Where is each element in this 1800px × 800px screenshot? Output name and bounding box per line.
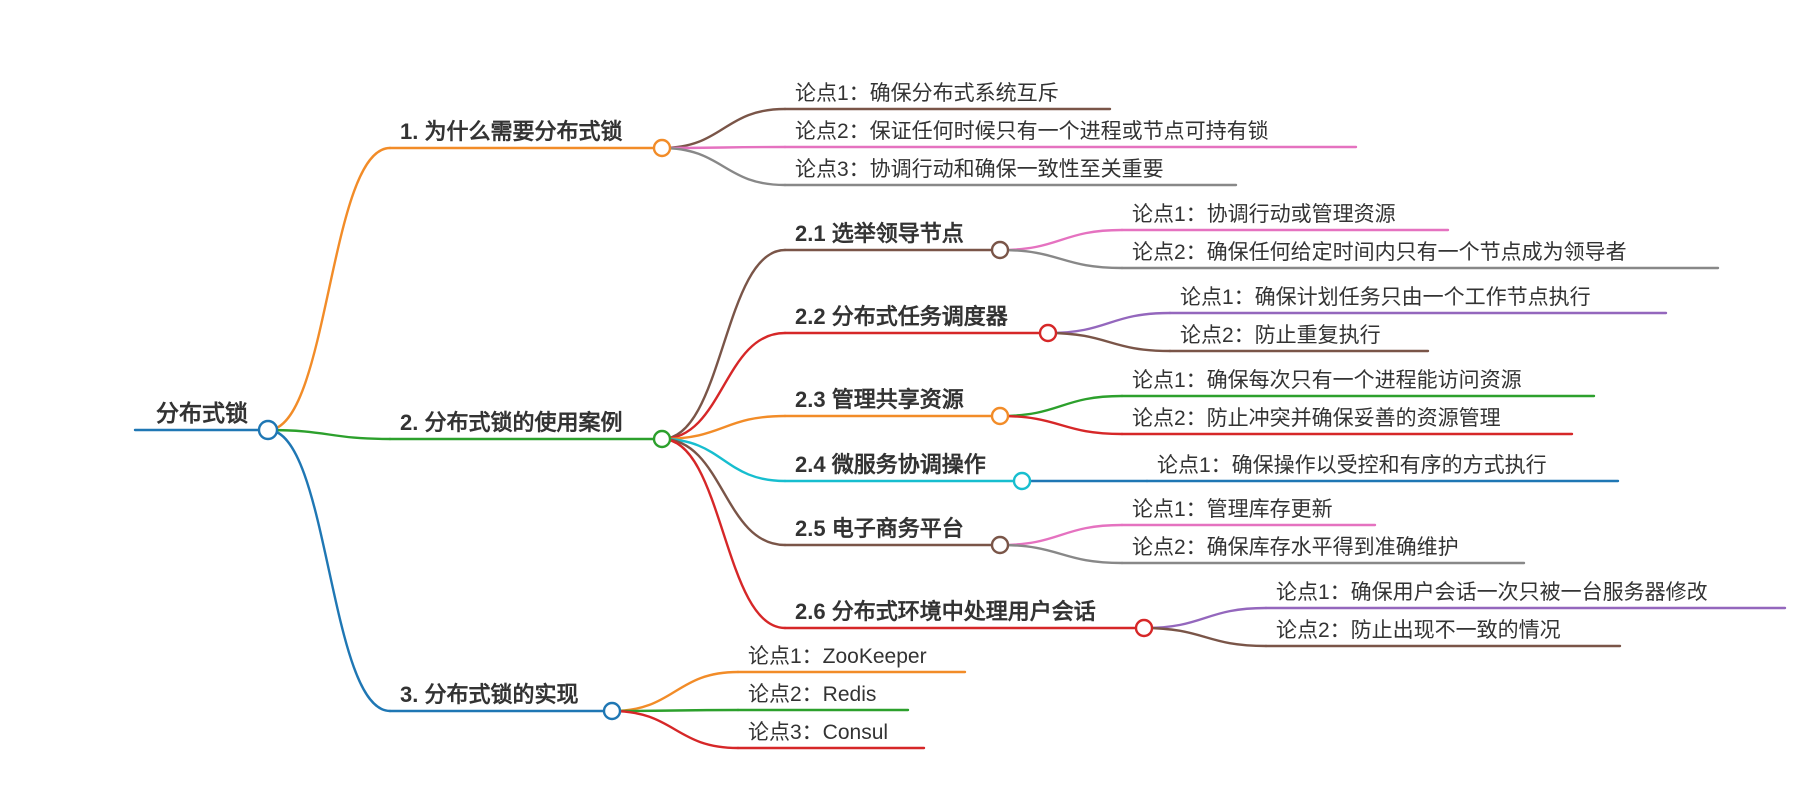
sub-4-leaf-1-label: 论点1：确保操作以受控和有序的方式执行 bbox=[1157, 454, 1547, 477]
edge-branch-1-to-leaf-3 bbox=[660, 146, 787, 187]
sub-6-toggle[interactable] bbox=[1134, 618, 1154, 638]
edge-root-to-branch-2 bbox=[266, 428, 392, 441]
connector-layer bbox=[133, 107, 1787, 750]
branch-3-label: 3. 分布式锁的实现 bbox=[400, 682, 578, 707]
edge-branch-2-to-sub-3 bbox=[660, 414, 787, 441]
edge-sub-6-to-leaf-1 bbox=[1142, 606, 1268, 630]
sub-6-leaf-2-label: 论点2：防止出现不一致的情况 bbox=[1276, 619, 1561, 642]
edge-branch-2-to-sub-5 bbox=[660, 437, 787, 547]
sub-1-label: 2.1 选举领导节点 bbox=[795, 221, 964, 246]
edge-sub-1-to-leaf-1 bbox=[998, 228, 1124, 252]
branch-3-leaf-2-label: 论点2：Redis bbox=[748, 683, 876, 706]
sub-2-toggle[interactable] bbox=[1038, 323, 1058, 343]
branch-2-label: 2. 分布式锁的使用案例 bbox=[400, 410, 622, 435]
sub-5-leaf-2-label: 论点2：确保库存水平得到准确维护 bbox=[1132, 536, 1459, 559]
edge-branch-2-to-sub-6 bbox=[660, 437, 787, 630]
edge-branch-1-to-leaf-1 bbox=[660, 107, 787, 150]
root-toggle[interactable] bbox=[257, 419, 279, 441]
sub-5-leaf-1-label: 论点1：管理库存更新 bbox=[1132, 498, 1333, 521]
edge-root-to-branch-3 bbox=[266, 428, 392, 713]
sub-1-leaf-2-label: 论点2：确保任何给定时间内只有一个节点成为领导者 bbox=[1132, 241, 1627, 264]
sub-5-label: 2.5 电子商务平台 bbox=[795, 516, 964, 541]
sub-1-leaf-1-label: 论点1：协调行动或管理资源 bbox=[1132, 203, 1396, 226]
branch-3-toggle[interactable] bbox=[602, 701, 622, 721]
sub-4-label: 2.4 微服务协调操作 bbox=[795, 452, 986, 477]
root-label: 分布式锁 bbox=[156, 400, 248, 426]
sub-4-toggle[interactable] bbox=[1012, 471, 1032, 491]
sub-3-label: 2.3 管理共享资源 bbox=[795, 387, 964, 412]
branch-3-leaf-3-label: 论点3：Consul bbox=[748, 721, 888, 744]
sub-2-label: 2.2 分布式任务调度器 bbox=[795, 304, 1009, 329]
sub-6-label: 2.6 分布式环境中处理用户会话 bbox=[795, 599, 1096, 624]
sub-3-leaf-2-label: 论点2：防止冲突并确保妥善的资源管理 bbox=[1132, 407, 1501, 430]
edge-root-to-branch-1 bbox=[266, 146, 392, 432]
edge-branch-3-to-leaf-3 bbox=[610, 709, 740, 750]
branch-1-leaf-3-label: 论点3：协调行动和确保一致性至关重要 bbox=[795, 158, 1164, 181]
edge-branch-1-to-leaf-2 bbox=[660, 145, 787, 150]
edge-branch-2-to-sub-1 bbox=[660, 248, 787, 441]
edge-sub-2-to-leaf-2 bbox=[1046, 331, 1172, 353]
sub-3-leaf-1-label: 论点1：确保每次只有一个进程能访问资源 bbox=[1132, 369, 1522, 392]
sub-5-toggle[interactable] bbox=[990, 535, 1010, 555]
edge-sub-6-to-leaf-2 bbox=[1142, 626, 1268, 648]
edge-sub-3-to-leaf-1 bbox=[998, 394, 1124, 418]
edge-sub-5-to-leaf-1 bbox=[998, 523, 1124, 547]
sub-6-leaf-1-label: 论点1：确保用户会话一次只被一台服务器修改 bbox=[1276, 581, 1708, 604]
branch-1-leaf-2-label: 论点2：保证任何时候只有一个进程或节点可持有锁 bbox=[795, 120, 1269, 143]
branch-1-toggle[interactable] bbox=[652, 138, 672, 158]
node-layer: 分布式锁 1. 为什么需要分布式锁 论点1：确保分布式系统互斥论点2：保证任何时候只… bbox=[156, 82, 1708, 744]
branch-3-leaf-1-label: 论点1：ZooKeeper bbox=[748, 645, 927, 668]
sub-3-toggle[interactable] bbox=[990, 406, 1010, 426]
edge-sub-2-to-leaf-1 bbox=[1046, 311, 1172, 335]
edge-sub-5-to-leaf-2 bbox=[998, 543, 1124, 565]
edge-branch-3-to-leaf-1 bbox=[610, 670, 740, 713]
branch-2-toggle[interactable] bbox=[652, 429, 672, 449]
sub-2-leaf-1-label: 论点1：确保计划任务只由一个工作节点执行 bbox=[1180, 286, 1591, 309]
edge-branch-2-to-sub-4 bbox=[660, 437, 787, 483]
edge-sub-1-to-leaf-2 bbox=[998, 248, 1124, 270]
edge-sub-3-to-leaf-2 bbox=[998, 414, 1124, 436]
edge-branch-3-to-leaf-2 bbox=[610, 708, 740, 713]
sub-1-toggle[interactable] bbox=[990, 240, 1010, 260]
sub-2-leaf-2-label: 论点2：防止重复执行 bbox=[1180, 324, 1381, 347]
branch-1-label: 1. 为什么需要分布式锁 bbox=[400, 119, 622, 144]
branch-1-leaf-1-label: 论点1：确保分布式系统互斥 bbox=[795, 82, 1059, 105]
edge-branch-2-to-sub-2 bbox=[660, 331, 787, 441]
